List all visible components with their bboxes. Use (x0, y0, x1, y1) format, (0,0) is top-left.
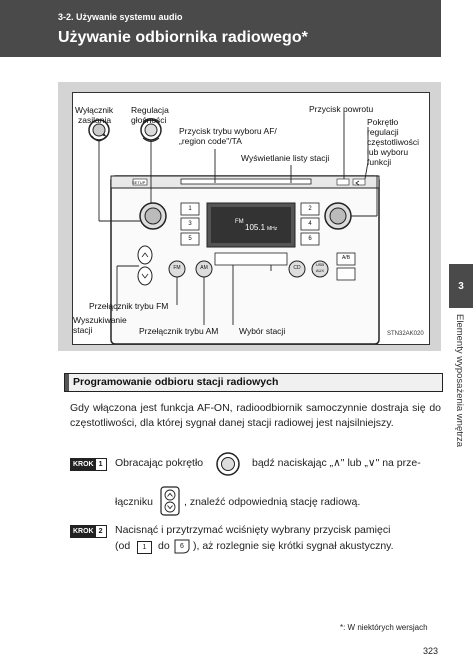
preset-button-6[interactable]: 6 (308, 236, 312, 242)
step-2-text-a: Nacisnąć i przytrzymać wciśnięty wybrany… (115, 524, 391, 536)
step-2-badge-label: KROK (71, 526, 96, 537)
step-1-badge-label: KROK (71, 459, 96, 470)
radio-figure-frame: Wyłącznik zasilania Regulacja głośności … (72, 92, 430, 345)
chapter-name: Elementy wyposażenia wnętrza (454, 314, 465, 448)
figure-code: STN32AK020 (387, 331, 424, 337)
a-b-button[interactable]: A/B (341, 255, 351, 261)
step-1-text-b: bądź naciskając „∧" lub „∨" na prze- (252, 457, 421, 469)
label-return-button: Przycisk powrotu (309, 104, 374, 114)
label-tuning-line5: funkcji (367, 157, 392, 167)
section-title-box: Programowanie odbioru stacji radiowych (64, 373, 443, 392)
preset-button-3[interactable]: 3 (188, 221, 192, 227)
label-seek: Wyszukiwanie stacji (73, 315, 127, 335)
label-seek-line2: stacji (73, 325, 93, 335)
page-title: Używanie odbiornika radiowego* (58, 29, 308, 46)
usb-button[interactable]: USB (315, 262, 325, 267)
preset-1-icon: 1 (137, 541, 152, 554)
radio-diagram (88, 113, 380, 344)
label-af-mode-button: Przycisk trybu wyboru AF/ „region code"/… (179, 126, 277, 146)
preset-6-icon-label: 6 (180, 543, 184, 550)
label-fm-switch: Przełącznik trybu FM (89, 301, 169, 311)
radio-unit (110, 175, 380, 344)
step-2-text-d: ), aż rozlegnie się krótki sygnał akusty… (193, 540, 394, 552)
step-1-text-c: łączniku (115, 496, 153, 508)
step-1-badge: KROK 1 (70, 458, 107, 471)
label-power-switch: Wyłącznik zasilania (75, 105, 113, 125)
section-title: Programowanie odbioru stacji radiowych (73, 376, 279, 388)
step-2-badge: KROK 2 (70, 525, 107, 538)
label-station-select: Wybór stacji (239, 326, 286, 336)
label-volume-line2: głośności (131, 115, 167, 125)
am-button[interactable]: AM (200, 265, 208, 271)
label-seek-line1: Wyszukiwanie (73, 315, 127, 325)
label-tuning-knob: Pokrętło regulacji częstotliwości lub wy… (367, 117, 419, 167)
label-tuning-line3: częstotliwości (367, 137, 419, 147)
power-knob-inset (88, 119, 110, 142)
section-title-bar (65, 374, 69, 391)
step-1-text-a: Obracając pokrętło (115, 457, 204, 469)
label-am-switch: Przełącznik trybu AM (139, 326, 219, 336)
label-volume: Regulacja głośności (131, 105, 169, 125)
fm-button[interactable]: FM (173, 265, 181, 271)
label-tuning-line1: Pokrętło (367, 117, 399, 127)
chapter-tab: 3 (449, 264, 473, 308)
footnote: *: W niektórych wersjach (340, 623, 428, 632)
tuning-knob-icon (216, 452, 240, 476)
step-2-badge-number: 2 (95, 526, 106, 537)
step-1-text-d: , znaleźć odpowiednią stację radiową. (184, 496, 361, 508)
label-station-list: Wyświetlanie listy stacji (241, 153, 330, 163)
radio-figure: Wyłącznik zasilania Regulacja głośności … (58, 82, 441, 351)
pointer-lines (98, 113, 378, 325)
display-band-fm: FM (235, 219, 244, 225)
setup-button[interactable]: SETUP (132, 180, 146, 185)
preset-button-2[interactable]: 2 (308, 206, 312, 212)
preset-button-5[interactable]: 5 (188, 236, 192, 242)
aux-button[interactable]: AUX (315, 268, 325, 273)
label-power-switch-line2: zasilania (78, 115, 112, 125)
page-number: 323 (423, 646, 439, 656)
chapter-header: 3-2. Używanie systemu audio Używanie odb… (0, 0, 441, 57)
chapter-side-label: Elementy wyposażenia wnętrza (450, 312, 472, 464)
display-frequency-unit: MHz (267, 226, 278, 232)
label-af-mode-line1: Przycisk trybu wyboru AF/ (179, 126, 277, 136)
preset-6-icon (174, 539, 190, 554)
preset-button-4[interactable]: 4 (308, 221, 312, 227)
step-2-text-b: (od (115, 540, 131, 552)
step-1-badge-number: 1 (95, 459, 106, 470)
label-af-mode-line2: „region code"/TA (179, 136, 242, 146)
step-2-text-c: do (158, 540, 170, 552)
display-frequency: 105.1 (245, 223, 266, 232)
label-power-switch-line1: Wyłącznik (75, 105, 114, 115)
seek-switch-icon (160, 486, 180, 516)
section-heading: 3-2. Używanie systemu audio (58, 12, 183, 22)
label-volume-line1: Regulacja (131, 105, 169, 115)
label-tuning-line2: regulacji (367, 127, 399, 137)
cd-button[interactable]: CD (293, 265, 301, 271)
preset-button-1[interactable]: 1 (188, 206, 192, 212)
intro-paragraph: Gdy włączona jest funkcja AF-ON, radiood… (70, 402, 441, 429)
label-tuning-line4: lub wyboru (367, 147, 409, 157)
